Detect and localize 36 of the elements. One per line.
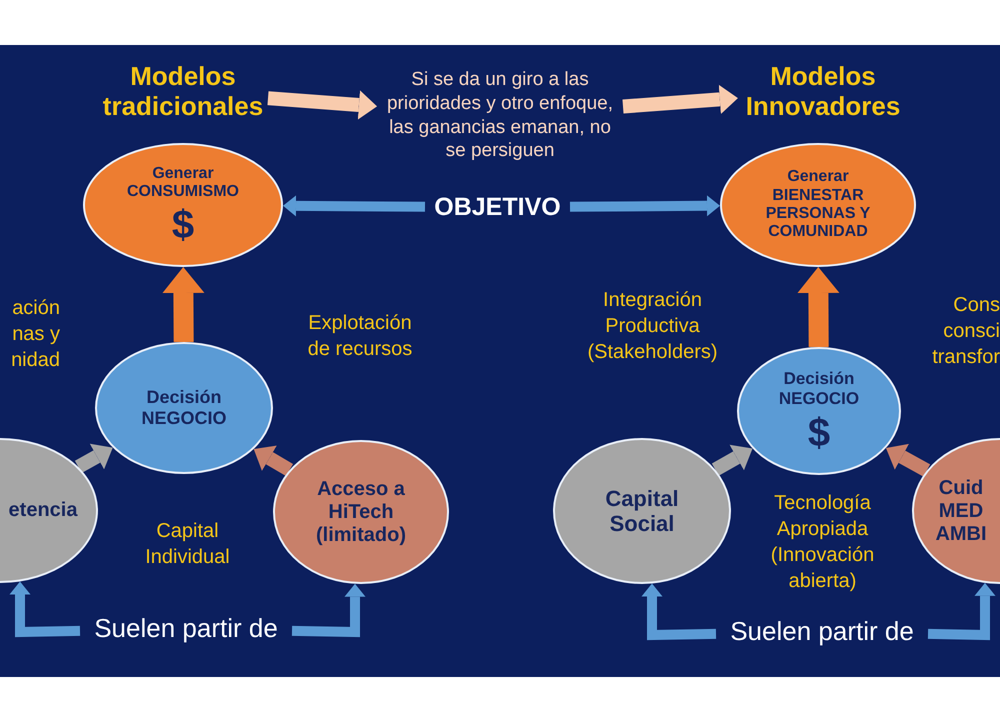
node-label: Decisión NEGOCIO <box>140 387 228 429</box>
arrow <box>292 584 366 638</box>
heading: Modelos Innovadores <box>738 62 908 122</box>
arrow <box>162 267 204 342</box>
annotation-text: Capital Individual <box>144 519 231 570</box>
node-label: Generar CONSUMISMO <box>126 164 240 202</box>
annotation-text: Integración Productiva (Stakeholders) <box>586 288 719 365</box>
node-label: etencia <box>8 499 78 522</box>
arrow <box>10 582 80 638</box>
arrow <box>712 444 753 476</box>
center-label: OBJETIVO <box>425 193 570 222</box>
arrow <box>642 584 716 640</box>
arrow <box>886 444 930 477</box>
arrow <box>74 444 113 473</box>
arrow <box>267 90 378 120</box>
dollar-sign: $ <box>808 412 830 453</box>
caption-text: Suelen partir de <box>80 614 292 644</box>
note-text: Si se da un giro a las prioridades y otro enfoque, las ganancias emanan, no se persiguen <box>377 68 623 163</box>
node-label: Generar BIENESTAR PERSONAS Y COMUNIDAD <box>764 168 872 242</box>
node-label: Decisión NEGOCIO <box>778 369 860 409</box>
annotation-text: Explotación de recursos <box>306 311 414 362</box>
arrow <box>622 84 738 114</box>
arrow <box>254 446 294 476</box>
node-label: Acceso a HiTech (limitado) <box>315 478 407 546</box>
caption-text: Suelen partir de <box>716 617 928 647</box>
arrow <box>283 195 426 216</box>
arrow <box>570 195 720 216</box>
annotation-text: Cons consci transfor <box>931 293 1000 370</box>
node-label: Capital Social <box>604 486 680 536</box>
arrow <box>797 267 840 348</box>
annotation-text: ación nas y nidad <box>10 296 60 373</box>
dollar-sign: $ <box>172 205 194 246</box>
annotation-text: Tecnología Apropiada (Innovación abierta) <box>770 491 876 594</box>
node-label: Cuid MED AMBI <box>934 476 988 546</box>
heading: Modelos tradicionales <box>98 62 268 122</box>
arrow <box>928 582 996 640</box>
